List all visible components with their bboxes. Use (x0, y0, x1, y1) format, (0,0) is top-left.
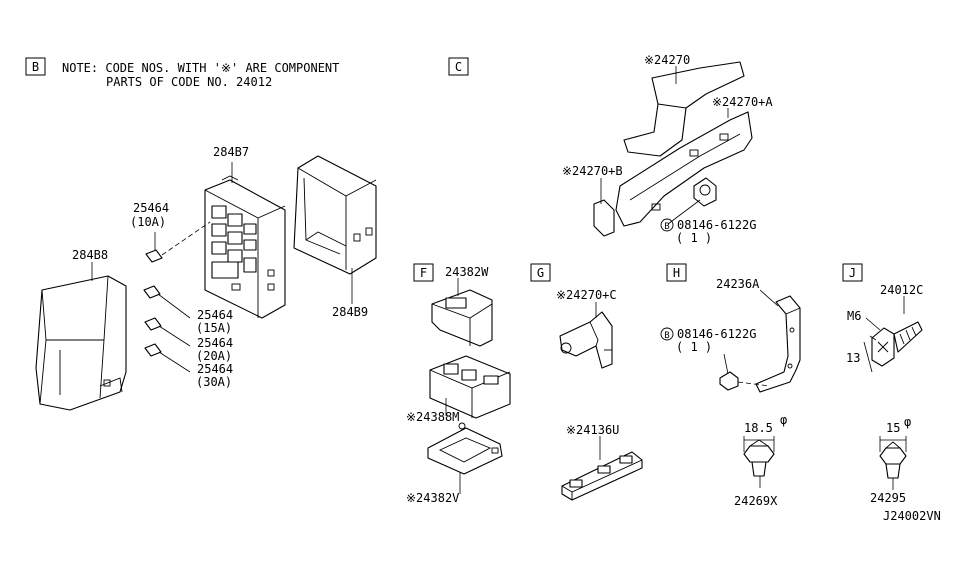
section-h-box (666, 263, 687, 282)
label-10a: (10A) (130, 215, 166, 229)
section-g-box (530, 263, 551, 282)
label-25464-20a: 25464 (197, 336, 233, 350)
label-24270: ※24270 (644, 53, 690, 67)
label-24382v: ※24382V (406, 491, 459, 505)
label-24270-c: ※24270+C (556, 288, 617, 302)
fuse-box-lower-cover-drawing (35, 275, 127, 411)
section-g-letter: G (537, 266, 544, 280)
bolt-b-letter-h: B (664, 331, 669, 341)
label-13: 13 (846, 351, 860, 365)
label-m6: M6 (847, 309, 861, 323)
label-24269x: 24269X (734, 494, 778, 508)
label-qty-h: ( 1 ) (676, 340, 712, 354)
diagram-id: J24002VN (883, 509, 941, 523)
section-c: C ※24270 ※24270+A ※24270+B B 08146-6122G… (448, 53, 773, 245)
fuse-box-bracket-drawing (293, 155, 377, 275)
section-h-letter: H (673, 266, 680, 280)
relay-box-body-drawing (429, 355, 511, 419)
label-08146-6122g-c: 08146-6122G (677, 218, 756, 232)
fuse-10a-drawing (145, 249, 163, 263)
label-24270-a: ※24270+A (712, 95, 773, 109)
section-h: H 24236A B 08146-6122G ( 1 ) 18.5 φ 2426… (660, 263, 801, 508)
bolt-h-drawing (719, 371, 771, 391)
label-phi-j: φ (904, 415, 911, 429)
section-b-box (25, 57, 46, 76)
label-15: 15 (886, 421, 900, 435)
relay-box-base-drawing (427, 422, 503, 475)
section-j-box (842, 263, 863, 282)
label-25464-10a: 25464 (133, 201, 169, 215)
section-j: J 24012C M6 13 15 φ 24295 (842, 263, 923, 505)
fuse-15a-drawing (143, 285, 161, 299)
fuse-relay-block-drawing (204, 175, 286, 319)
bolt-b-letter-c: B (664, 222, 669, 232)
section-f-box (413, 263, 434, 282)
label-phi-h: φ (780, 413, 787, 427)
label-25464-15a: 25464 (197, 308, 233, 322)
section-b: B NOTE: CODE NOS. WITH '※' ARE COMPONENT… (25, 57, 377, 411)
label-24295: 24295 (870, 491, 906, 505)
section-f-letter: F (420, 266, 427, 280)
note-line-2: PARTS OF CODE NO. 24012 (106, 75, 272, 89)
label-25464-30a: 25464 (197, 362, 233, 376)
label-284b7: 284B7 (213, 145, 249, 159)
section-j-letter: J (849, 266, 856, 280)
section-f: F 24382W ※24388M ※24382V (406, 263, 511, 505)
section-c-letter: C (455, 60, 462, 74)
label-20a: (20A) (196, 349, 232, 363)
label-24382w: 24382W (445, 265, 489, 279)
section-b-letter: B (32, 60, 39, 74)
harness-bracket-drawing (755, 295, 801, 393)
screw-24012c-drawing (871, 321, 923, 367)
label-08146-6122g-h: 08146-6122G (677, 327, 756, 341)
label-284b8: 284B8 (72, 248, 108, 262)
label-qty-c: ( 1 ) (676, 231, 712, 245)
clip-24295-drawing (879, 441, 907, 479)
section-c-box (448, 57, 469, 76)
fusible-link-holder-drawing (561, 451, 643, 501)
harness-clip-drawing (559, 311, 613, 369)
fuse-30a-drawing (144, 343, 162, 357)
section-g: G ※24270+C ※24136U (530, 263, 643, 501)
bolt-b-circle-h (660, 327, 674, 341)
label-24388m: ※24388M (406, 410, 459, 424)
label-30a: (30A) (196, 375, 232, 389)
label-284b9: 284B9 (332, 305, 368, 319)
note-line-1: NOTE: CODE NOS. WITH '※' ARE COMPONENT (62, 61, 339, 75)
relay-box-cover-drawing (431, 289, 493, 347)
label-24136u: ※24136U (566, 423, 619, 437)
harness-protector-drawing (593, 61, 753, 237)
label-24012c: 24012C (880, 283, 923, 297)
clip-24269x-drawing (743, 439, 775, 477)
label-18-5: 18.5 (744, 421, 773, 435)
label-15a: (15A) (196, 321, 232, 335)
bolt-b-circle-c (660, 218, 674, 232)
label-24236a: 24236A (716, 277, 760, 291)
fuse-20a-drawing (144, 317, 162, 331)
label-24270-b: ※24270+B (562, 164, 623, 178)
